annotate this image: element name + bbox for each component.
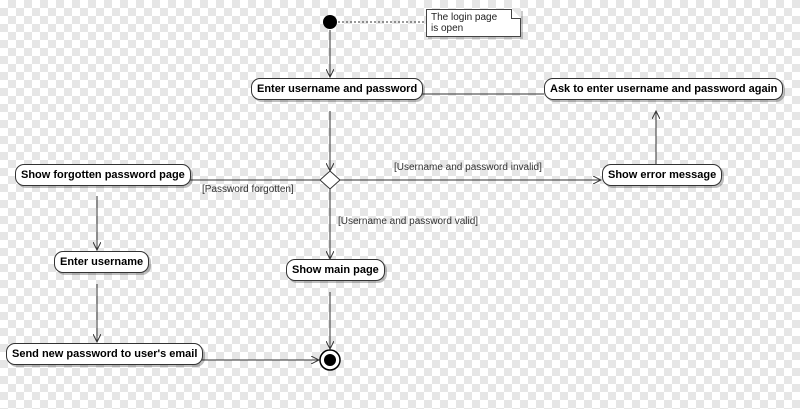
final-node-dot: [324, 354, 336, 366]
node-label: Send new password to user's email: [12, 348, 198, 360]
node-label: Enter username: [60, 256, 144, 268]
node-label: Show main page: [292, 264, 379, 276]
node-enter-username: Enter username: [54, 251, 150, 273]
guard-username-password-invalid: [Username and password invalid]: [394, 162, 542, 173]
note-fold: [511, 9, 521, 19]
node-send-new-password: Send new password to user's email: [6, 343, 204, 365]
node-label: Show error message: [608, 169, 717, 181]
node-show-main-page: Show main page: [286, 259, 385, 281]
node-show-error-message: Show error message: [602, 164, 723, 186]
note-text: The login page is open: [431, 12, 498, 34]
node-label: Show forgotten password page: [21, 169, 185, 181]
node-label: Enter username and password: [257, 83, 418, 95]
node-enter-username-and-password: Enter username and password: [251, 78, 424, 100]
guard-password-forgotten: [Password forgotten]: [202, 184, 294, 195]
guard-username-password-valid: [Username and password valid]: [338, 216, 479, 227]
decision-node: [319, 170, 341, 190]
node-ask-again: Ask to enter username and password again: [544, 78, 784, 100]
note-login-page-open: The login page is open: [426, 9, 521, 37]
node-show-forgotten-password-page: Show forgotten password page: [15, 164, 191, 186]
node-label: Ask to enter username and password again: [550, 83, 778, 95]
initial-node: [323, 15, 337, 29]
